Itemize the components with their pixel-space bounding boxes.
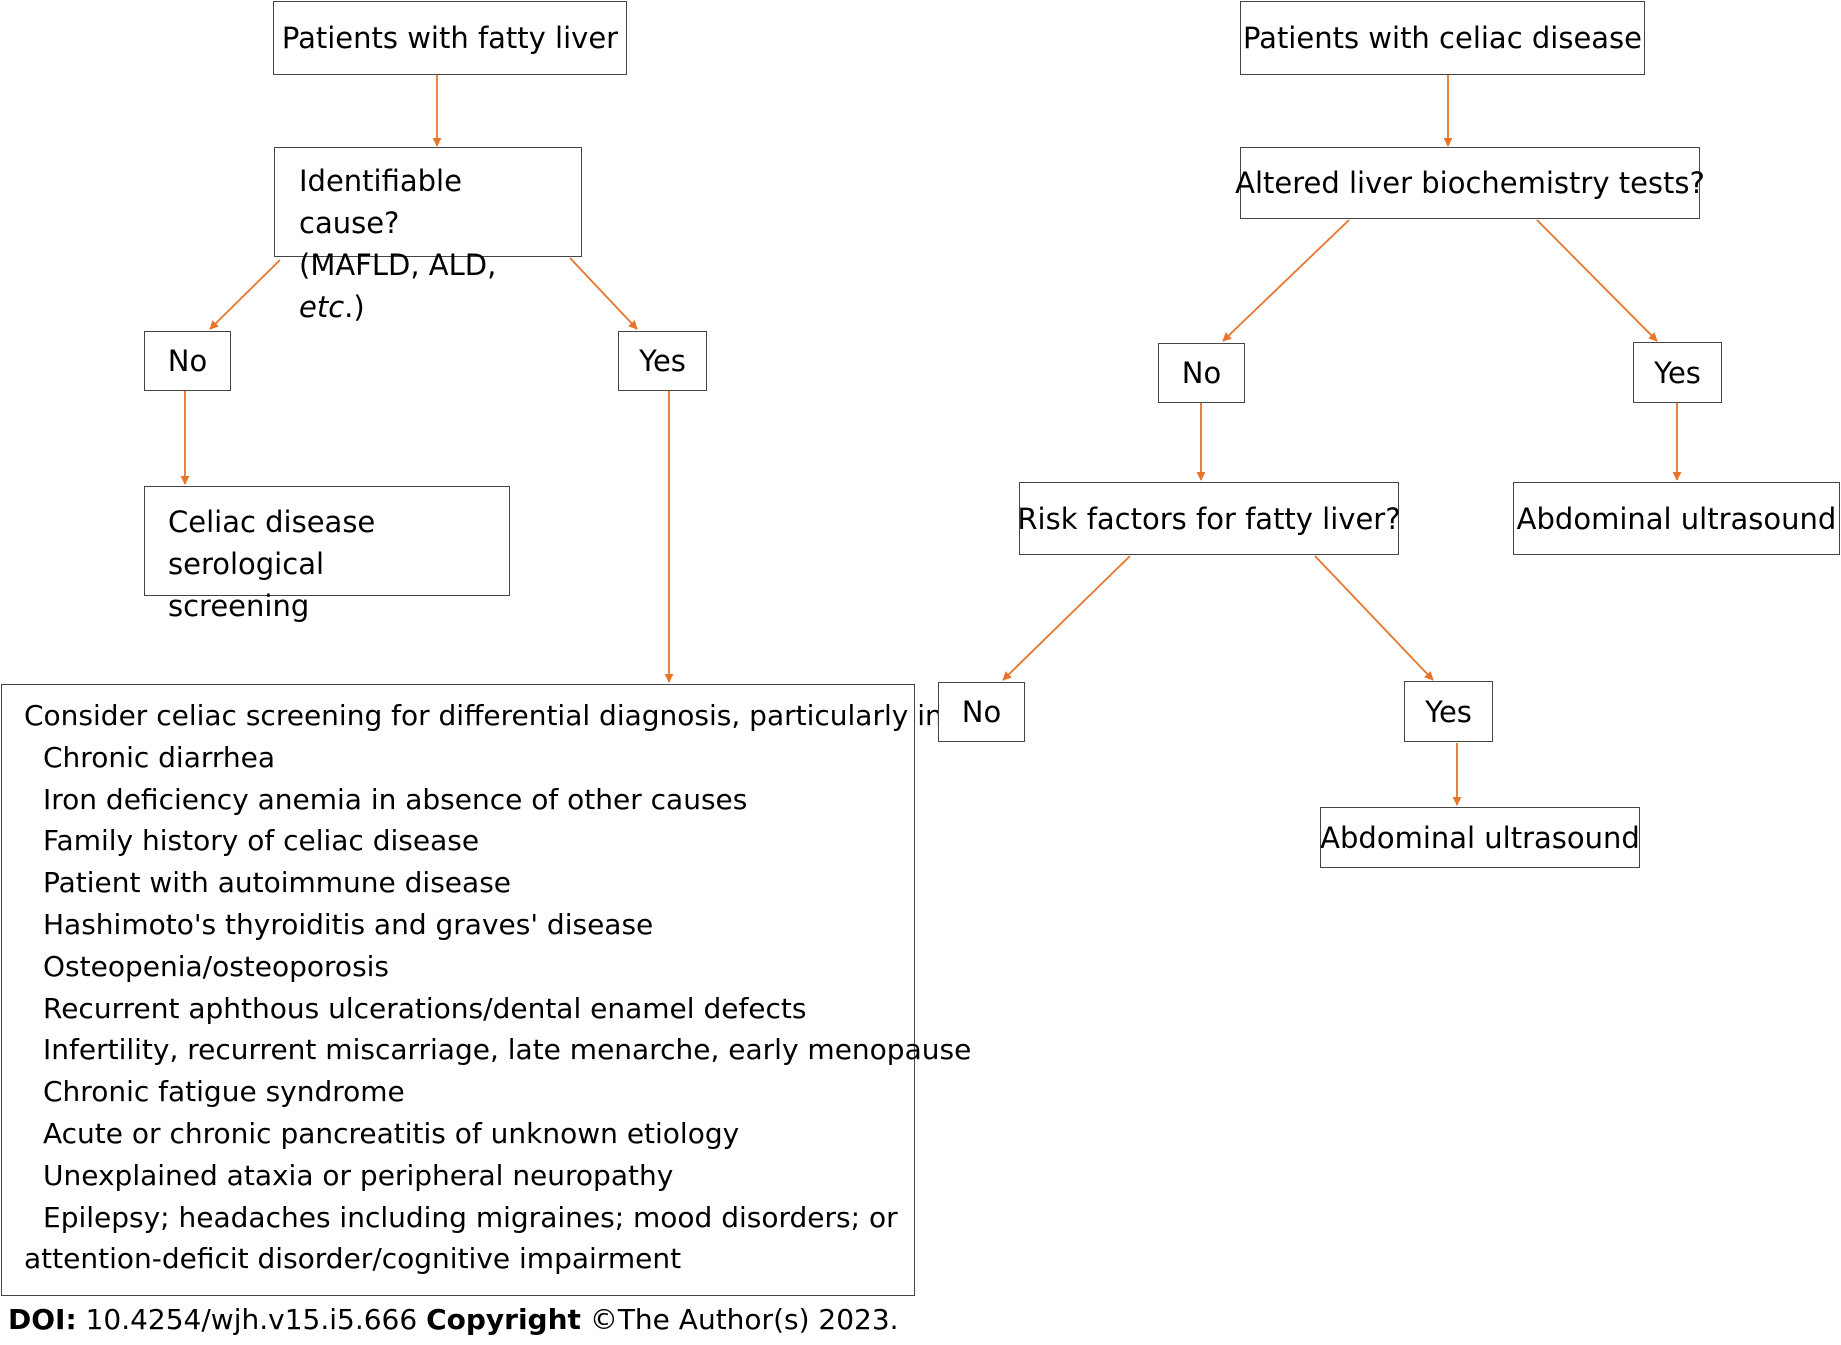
identifiable-cause-line1: Identifiable cause? (299, 164, 462, 240)
screening-line1: Celiac disease serological (168, 505, 376, 581)
right-no-label: No (1181, 356, 1222, 390)
ultrasound-label-bottom: Abdominal ultrasound (1320, 820, 1640, 855)
left-yes-label: Yes (639, 344, 686, 378)
risk-yes-label: Yes (1425, 694, 1472, 729)
list-item: Unexplained ataxia or peripheral neuropa… (43, 1158, 674, 1192)
liver-biochemistry-box: Altered liver biochemistry tests? (1235, 147, 1705, 219)
doi-footer: DOI: 10.4254/wjh.v15.i5.666 Copyright ©T… (8, 1300, 899, 1340)
list-item: Infertility, recurrent miscarriage, late… (43, 1033, 972, 1067)
arrow-question-to-no (209, 259, 281, 330)
left-yes-box: Yes (618, 331, 707, 391)
list-item: Family history of celiac disease (43, 824, 480, 858)
screening-line2: screening (168, 589, 310, 623)
differential-diagnosis-box: Consider celiac screening for differenti… (1, 684, 972, 1296)
celiac-start-label: Patients with celiac disease (1242, 21, 1643, 55)
list-item: Iron deficiency anemia in absence of oth… (43, 782, 748, 816)
right-yes-label: Yes (1654, 355, 1701, 390)
list-item: Patient with autoimmune disease (43, 866, 512, 900)
risk-no-label: No (961, 695, 1002, 729)
fatty-liver-start-box: Patients with fatty liver (273, 1, 627, 75)
risk-yes-box: Yes (1404, 681, 1493, 742)
identifiable-cause-box: Identifiable cause? (MAFLD, ALD, etc.) (274, 147, 582, 324)
list-item: Recurrent aphthous ulcerations/dental en… (43, 991, 807, 1025)
arrow-risk-to-no (1002, 555, 1131, 681)
right-yes-box: Yes (1633, 342, 1722, 403)
ultrasound-label-right: Abdominal ultrasound (1516, 501, 1837, 536)
list-item: Acute or chronic pancreatitis of unknown… (43, 1116, 740, 1150)
copyright-label: Copyright (426, 1303, 581, 1336)
ultrasound-box-right: Abdominal ultrasound (1513, 482, 1840, 555)
list-item: Hashimoto's thyroiditis and graves' dise… (43, 907, 654, 941)
doi-label: DOI: (8, 1303, 77, 1336)
left-no-label: No (167, 344, 208, 378)
list-item: Chronic fatigue syndrome (43, 1075, 405, 1109)
arrow-biochem-to-no (1222, 219, 1350, 342)
liver-biochemistry-label: Altered liver biochemistry tests? (1235, 166, 1705, 200)
identifiable-cause-line2: (MAFLD, ALD, etc.) (299, 248, 497, 324)
arrow-risk-to-yes (1314, 555, 1434, 681)
list-item-continuation: attention-deficit disorder/cognitive imp… (24, 1242, 682, 1276)
right-no-box: No (1158, 343, 1245, 403)
risk-factors-label: Risk factors for fatty liver? (1017, 501, 1401, 536)
celiac-start-box: Patients with celiac disease (1240, 1, 1645, 75)
arrow-biochem-to-yes (1536, 219, 1658, 342)
left-no-box: No (144, 331, 231, 391)
ultrasound-box-bottom: Abdominal ultrasound (1320, 807, 1640, 868)
list-item: Chronic diarrhea (43, 740, 276, 774)
differential-intro: Consider celiac screening for differenti… (24, 699, 953, 732)
risk-no-box: No (938, 682, 1025, 742)
arrow-question-to-yes (569, 257, 638, 330)
copyright-value: ©The Author(s) 2023. (580, 1303, 899, 1336)
risk-factors-box: Risk factors for fatty liver? (1017, 482, 1401, 555)
fatty-liver-start-label: Patients with fatty liver (281, 21, 619, 55)
list-item: Osteopenia/osteoporosis (43, 949, 390, 983)
celiac-serological-screening-box: Celiac disease serological screening (144, 486, 510, 623)
list-item: Epilepsy; headaches including migraines;… (43, 1200, 898, 1234)
doi-value: 10.4254/wjh.v15.i5.666 (76, 1303, 427, 1336)
